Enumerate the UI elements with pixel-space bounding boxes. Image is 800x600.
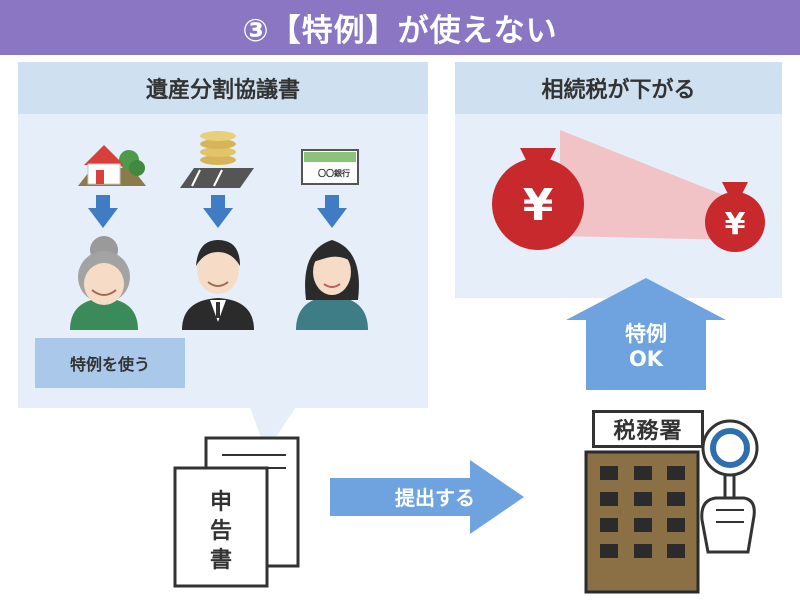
approval-paddle-icon: [700, 419, 759, 554]
special-rule-ok-line1: 特例: [625, 322, 667, 346]
tax-office-building-icon: [584, 450, 700, 594]
document-char-1: 申: [209, 490, 232, 515]
tax-decrease-heading: 相続税が下がる: [455, 62, 782, 114]
house-icon: [78, 145, 146, 186]
document-char-2: 告: [209, 519, 232, 544]
down-arrows: [88, 195, 347, 228]
speech-tail: [250, 407, 296, 452]
page-title: ③【特例】が使えない: [0, 0, 800, 55]
special-rule-ok-label: 特例 OK: [586, 322, 706, 372]
bankbook-label: 〇〇銀行: [318, 169, 350, 178]
down-arrow-icon: [88, 195, 118, 228]
document-char-3: 書: [209, 548, 232, 573]
document-icon: [173, 436, 300, 588]
yen-symbol-small: ¥: [725, 207, 746, 242]
elderly-woman-icon: [70, 236, 138, 330]
right-arrow-icon: [330, 460, 524, 534]
use-special-rule-label: 特例を使う: [35, 338, 185, 388]
large-money-bag-icon: [492, 148, 584, 250]
up-arrow-icon: [566, 278, 726, 390]
down-arrow-icon: [203, 195, 233, 228]
submit-label: 提出する: [395, 486, 475, 510]
small-money-bag-icon: [705, 182, 765, 252]
bankbook-icon: [301, 149, 359, 185]
agreement-heading: 遺産分割協議書: [18, 62, 428, 114]
special-rule-ok-line2: OK: [628, 347, 664, 371]
cash-icon: [180, 131, 254, 188]
man-icon: [182, 240, 254, 330]
yen-symbol-large: ¥: [523, 180, 554, 231]
tax-office-sign: 税務署: [592, 410, 704, 448]
decrease-wedge: [560, 130, 736, 240]
woman-icon: [296, 240, 368, 330]
down-arrow-icon: [317, 195, 347, 228]
